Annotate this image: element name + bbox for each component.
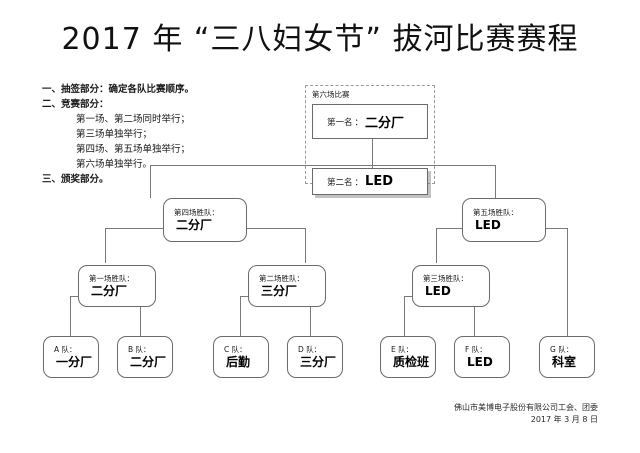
team-g-caption: G 队：: [550, 345, 574, 354]
connector-qf1-team-b-drop: [140, 296, 141, 336]
connector-semifinal-right-drop: [495, 165, 496, 198]
connector-left-semi-left-drop: [105, 228, 106, 263]
team-box-b[interactable]: B 队： 二分厂: [117, 336, 173, 378]
connector-right-semi-to-team-g: [567, 228, 568, 336]
quarterfinal-2-value: 三分厂: [261, 284, 298, 298]
team-g-value: 科室: [552, 355, 577, 369]
quarterfinal-1-winner-box[interactable]: 第一场胜队： 二分厂: [78, 265, 156, 307]
quarterfinal-1-value: 二分厂: [91, 284, 128, 298]
connector-qf1-team-a-drop: [70, 296, 71, 336]
note-line: 第四场、第五场单独举行；: [76, 144, 191, 155]
second-place-box[interactable]: 第二名 ： LED: [312, 168, 428, 195]
first-place-separator: ：: [354, 117, 364, 128]
note-line: 二、竞赛部分：: [42, 99, 109, 110]
team-b-caption: B 队：: [128, 345, 151, 354]
semifinal-5-winner-box[interactable]: 第五场胜队： LED: [462, 198, 546, 242]
rules-notes: 一、抽签部分：确定各队比赛顺序。 二、竞赛部分： 第一场、第二场同时举行； 第三…: [42, 82, 282, 187]
team-box-c[interactable]: C 队： 后勤: [213, 336, 269, 378]
connector-qf2-team-c-drop: [240, 296, 241, 336]
note-line: 第一场、第二场同时举行；: [76, 114, 191, 125]
team-box-a[interactable]: A 队： 一分厂: [43, 336, 99, 378]
team-d-caption: D 队：: [298, 345, 322, 354]
note-line: 第六场单独举行。: [76, 159, 153, 170]
final-match-group-label: 第六场比赛: [312, 90, 350, 99]
connector-qf2-team-d-drop: [310, 296, 311, 336]
team-f-value: LED: [467, 355, 493, 369]
connector-qf3-team-f-drop: [474, 296, 475, 336]
semifinal-4-value: 二分厂: [176, 218, 213, 232]
semifinal-4-caption: 第四场胜队：: [174, 208, 219, 217]
team-c-value: 后勤: [226, 355, 251, 369]
footer-date: 2017 年 3 月 8 日: [530, 415, 598, 424]
team-box-e[interactable]: E 队： 质检班: [380, 336, 436, 378]
connector-qf3-team-e-drop: [404, 296, 405, 336]
connector-right-semi-left-drop: [436, 228, 437, 263]
first-place-box[interactable]: 第一名 ： 二分厂: [312, 104, 428, 139]
team-b-value: 二分厂: [130, 355, 167, 369]
team-c-caption: C 队：: [224, 345, 247, 354]
note-line: 三、颁奖部分。: [42, 174, 109, 185]
team-box-f[interactable]: F 队： LED: [454, 336, 510, 378]
connector-left-semi-right-drop: [305, 228, 306, 263]
footer: 佛山市美博电子股份有限公司工会、团委 2017 年 3 月 8 日: [454, 402, 598, 426]
quarterfinal-1-caption: 第一场胜队：: [89, 274, 134, 283]
note-line: 第三场单独举行；: [76, 129, 153, 140]
team-box-d[interactable]: D 队： 三分厂: [287, 336, 343, 378]
team-e-value: 质检班: [393, 355, 430, 369]
team-a-value: 一分厂: [56, 355, 93, 369]
page-title: 2017 年 “三八妇女节” 拔河比赛赛程: [61, 22, 579, 57]
semifinal-5-value: LED: [475, 218, 501, 232]
footer-organization: 佛山市美博电子股份有限公司工会、团委: [454, 403, 598, 412]
quarterfinal-3-caption: 第三场胜队：: [423, 274, 468, 283]
semifinal-5-caption: 第五场胜队：: [473, 208, 518, 217]
quarterfinal-3-winner-box[interactable]: 第三场胜队： LED: [412, 265, 490, 307]
quarterfinal-2-caption: 第二场胜队：: [259, 274, 304, 283]
note-line: 一、抽签部分：确定各队比赛顺序。: [42, 84, 195, 95]
team-e-caption: E 队：: [391, 345, 414, 354]
quarterfinal-3-value: LED: [425, 284, 451, 298]
second-place-value: LED: [365, 174, 393, 189]
connector-semifinal-left-drop: [150, 165, 151, 198]
first-place-label: 第一名: [327, 117, 353, 128]
team-d-value: 三分厂: [300, 355, 337, 369]
quarterfinal-2-winner-box[interactable]: 第二场胜队： 三分厂: [248, 265, 326, 307]
second-place-separator: ：: [354, 177, 364, 188]
connector-semifinal-spine: [150, 165, 495, 166]
team-box-g[interactable]: G 队： 科室: [539, 336, 595, 378]
team-a-caption: A 队：: [54, 345, 77, 354]
connector-final-vertical: [372, 139, 373, 168]
semifinal-4-winner-box[interactable]: 第四场胜队： 二分厂: [163, 198, 247, 242]
second-place-label: 第二名: [327, 177, 353, 188]
first-place-value: 二分厂: [365, 116, 405, 131]
team-f-caption: F 队：: [465, 345, 487, 354]
